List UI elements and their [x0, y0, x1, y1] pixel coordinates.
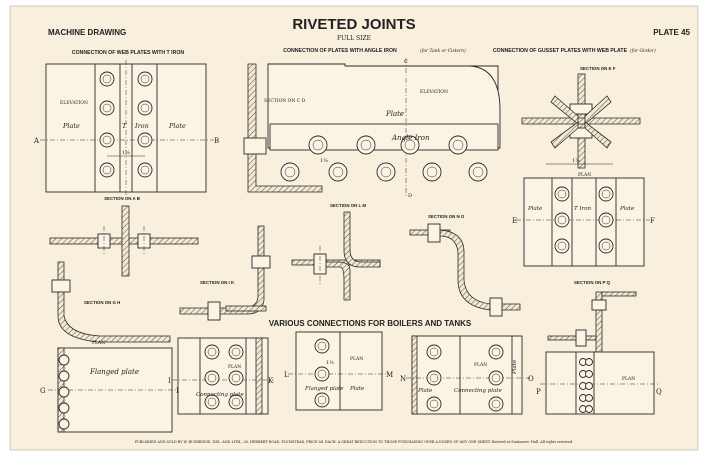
caption-gusset-note: (for Girder) — [630, 49, 656, 54]
plate-label: Plate — [62, 122, 80, 130]
letter-q: Q — [656, 388, 662, 396]
subtitle: FULL SIZE — [337, 35, 371, 42]
iron-label: Iron — [134, 122, 149, 130]
title: RIVETED JOINTS — [292, 16, 415, 33]
angle-iron-label: Angle Iron — [391, 134, 430, 142]
letter-l: L — [284, 371, 289, 379]
gusset-section-ef: SECTION ON E F 1⅞ — [521, 66, 641, 169]
plan-pq: PLAN P Q — [536, 351, 662, 415]
web-t-iron-elevation: ELEVATION Plate T Iron Plate 1⅞ A B — [33, 60, 219, 196]
caption-boilers: VARIOUS CONNECTIONS FOR BOILERS AND TANK… — [269, 319, 472, 328]
section-ab-label: SECTION ON A B — [104, 196, 140, 201]
plate-label-no: Plate — [417, 388, 433, 394]
plan-gh: PLAN Flanged plate G H — [40, 340, 182, 433]
publisher-footer: PUBLISHED AND SOLD BY W. BUSBRIDGE, DEL.… — [135, 440, 574, 444]
plan-label-ik: PLAN — [228, 364, 241, 370]
plan-lm: PLAN 1⅜ Flanged plate Plate L M — [284, 331, 393, 411]
gusset-dimension: 1⅞ — [572, 158, 580, 164]
letter-i: I — [168, 377, 171, 385]
plate-label-2: Plate — [385, 110, 404, 118]
section-no: SECTION ON N O — [409, 214, 521, 317]
section-lm: SECTION ON L M — [291, 203, 381, 301]
caption-web-t-iron: CONNECTION OF WEB PLATES WITH T IRON — [72, 50, 185, 56]
pitch-dimension: 1⅞ — [122, 150, 130, 156]
caption-angle-iron: CONNECTION OF PLATES WITH ANGLE IRON — [283, 48, 397, 54]
section-ik-label: SECTION ON I K — [200, 280, 235, 285]
letter-b: B — [214, 137, 219, 145]
plan-ik: PLAN Connecting plate I K — [168, 337, 274, 415]
caption-angle-iron-note: (for Tank or Cistern) — [420, 49, 466, 54]
letter-d: D — [408, 193, 412, 199]
gusset-plate-label: Plate — [527, 206, 543, 212]
plan-label-gusset: PLAN — [578, 172, 591, 178]
letter-o: O — [528, 375, 534, 383]
connecting-plate-label-ik: Connecting plate — [196, 392, 244, 398]
gusset-plate-label-right: Plate — [619, 206, 635, 212]
plan-label-no: PLAN — [474, 362, 487, 368]
plan-no: PLAN Plate Connecting plate Plate N O — [400, 335, 534, 415]
gusset-plan: PLAN Plate T Iron Plate E F — [512, 172, 655, 267]
flanged-plate-label: Flanged plate — [89, 368, 139, 376]
connecting-plate-label-no: Connecting plate — [454, 388, 502, 394]
section-ab: SECTION ON A B — [49, 196, 199, 277]
letter-k: K — [268, 377, 274, 385]
lm-dimension: 1⅜ — [326, 360, 334, 366]
section-ik: SECTION ON I K — [179, 225, 271, 321]
gusset-t-iron-label: T Iron — [574, 206, 592, 212]
elevation-label-2: ELEVATION — [420, 89, 448, 95]
section-pq-label: SECTION ON P Q — [574, 280, 611, 285]
angle-iron-elevation: SECTION ON C D ELEVATION Plate Angle Iro… — [243, 58, 501, 199]
section-lm-label: SECTION ON L M — [330, 203, 366, 208]
section-cd-label: SECTION ON C D — [264, 98, 306, 104]
t-label: T — [122, 122, 127, 130]
letter-p: P — [536, 388, 541, 396]
letter-a: A — [33, 137, 40, 145]
section-gh-label: SECTION ON G H — [84, 300, 120, 305]
flanged-plate-label-lm: Flanged plate — [304, 386, 344, 392]
letter-g: G — [40, 387, 46, 395]
section-pq: SECTION ON P Q — [547, 280, 637, 353]
plan-label-gh: PLAN — [92, 340, 105, 346]
plate-label-no-vertical: Plate — [512, 359, 518, 375]
letter-m: M — [386, 371, 393, 379]
angle-dimension: 1⅜ — [320, 158, 328, 164]
letter-n: N — [400, 375, 406, 383]
plate-label-lm: Plate — [349, 386, 365, 392]
letter-c: C — [404, 59, 408, 65]
plate-number: PLATE 45 — [653, 28, 690, 37]
letter-e: E — [512, 217, 517, 225]
plan-label-lm: PLAN — [350, 356, 363, 362]
machine-drawing-label: MACHINE DRAWING — [48, 28, 126, 37]
plan-label-pq: PLAN — [622, 376, 635, 382]
section-ef-label: SECTION ON E F — [580, 66, 616, 71]
plate-label-right: Plate — [168, 122, 186, 130]
caption-gusset: CONNECTION OF GUSSET PLATES WITH WEB PLA… — [493, 48, 628, 54]
section-no-label: SECTION ON N O — [428, 214, 465, 219]
elevation-label: ELEVATION — [60, 100, 88, 106]
section-gh: SECTION ON G H — [51, 261, 171, 343]
letter-f: F — [650, 217, 655, 225]
